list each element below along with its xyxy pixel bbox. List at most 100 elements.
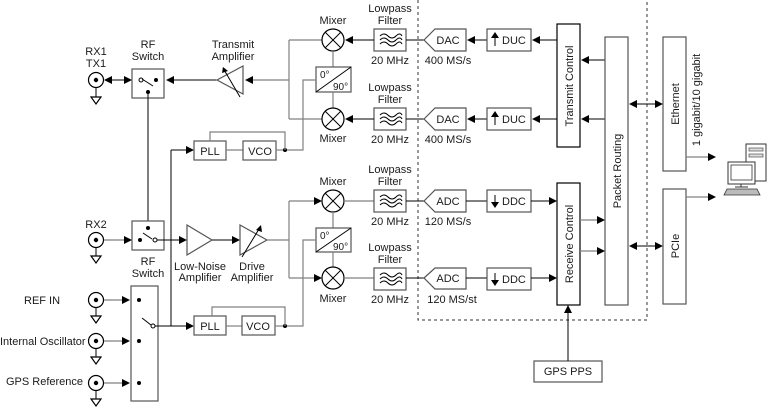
dac-bottom: DAC 400 MS/s: [423, 107, 472, 146]
ref-in-label: REF IN: [24, 295, 60, 307]
packet-routing-label: Packet Routing: [612, 134, 624, 209]
vco-label: VCO: [248, 146, 272, 158]
adc-label: ADC: [436, 273, 459, 285]
pll-tx: PLL: [193, 140, 227, 161]
down-arrow-icon: [491, 202, 499, 208]
computer-icon: [723, 143, 767, 196]
mixer-label: Mixer: [320, 176, 347, 188]
rx1-label: RX1: [85, 46, 106, 58]
dac-rate: 400 MS/s: [425, 55, 472, 67]
ethernet-speed-label: 1 gigabit/10 gigabit: [691, 54, 703, 146]
pcie-block: PCIe: [662, 188, 687, 305]
transmit-amplifier: Transmit Amplifier: [212, 39, 255, 98]
ddc-label: DDC: [502, 274, 526, 286]
ground-icon: [89, 96, 103, 106]
duc-label: DUC: [502, 114, 526, 126]
duc-label: DUC: [502, 35, 526, 47]
rf-switch-bottom-label-2: Switch: [132, 268, 164, 280]
packet-routing-block: Packet Routing: [604, 36, 629, 306]
rx1-tx1-connector: RX1 TX1: [85, 46, 107, 106]
adc-rate: 120 MS/st: [427, 294, 477, 306]
drive-amp-label-2: Amplifier: [231, 272, 274, 284]
rx-lowpass-filter-bottom: Lowpass Filter 20 MHz: [368, 242, 412, 306]
internal-oscillator-label: Internal Oscillator: [0, 336, 86, 348]
filter-bandwidth: 20 MHz: [371, 294, 409, 306]
gps-reference-label: GPS Reference: [6, 376, 83, 388]
mixer-label: Mixer: [320, 15, 347, 27]
phase-90-label: 90°: [333, 242, 348, 253]
ddc-label: DDC: [502, 196, 526, 208]
pll-label: PLL: [200, 321, 220, 333]
tx-lowpass-filter-bottom: Lowpass Filter 20 MHz: [368, 82, 412, 146]
rx2-connector: RX2: [85, 219, 107, 265]
transmit-control-label: Transmit Control: [564, 46, 576, 127]
pll-label: PLL: [200, 146, 220, 158]
down-arrow-icon: [491, 280, 499, 286]
filter-bandwidth: 20 MHz: [371, 55, 409, 67]
transmit-amplifier-label-1: Transmit: [212, 39, 254, 51]
filter-label-1: Lowpass: [368, 242, 412, 254]
tx-phase-shifter: 0° 90°: [315, 66, 352, 93]
tx1-label: TX1: [86, 58, 106, 70]
ground-icon: [89, 255, 103, 265]
reference-clock-switch: [130, 285, 159, 402]
filter-label-1: Lowpass: [368, 164, 412, 176]
filter-label-2: Filter: [378, 176, 403, 188]
duc-bottom: DUC: [486, 107, 532, 131]
internal-oscillator-connector: Internal Oscillator: [0, 332, 105, 366]
pcie-label: PCIe: [670, 234, 682, 258]
rf-switch-bottom: RF Switch: [131, 220, 165, 280]
rf-switch-top-label-2: Switch: [132, 51, 164, 63]
filter-label-1: Lowpass: [368, 3, 412, 15]
adc-label: ADC: [436, 196, 459, 208]
ethernet-label: Ethernet: [670, 83, 682, 125]
ground-icon: [89, 356, 103, 366]
ethernet-block: Ethernet 1 gigabit/10 gigabit: [662, 36, 703, 172]
ref-in-connector: REF IN: [24, 291, 105, 325]
mixer-label: Mixer: [320, 293, 347, 305]
up-arrow-icon: [491, 111, 499, 117]
rx2-label: RX2: [85, 219, 106, 231]
filter-label-2: Filter: [378, 15, 403, 27]
ddc-top: DDC: [486, 189, 532, 213]
dac-label: DAC: [436, 35, 459, 47]
phase-0-label: 0°: [320, 231, 330, 242]
ddc-bottom: DDC: [486, 267, 532, 291]
filter-bandwidth: 20 MHz: [371, 216, 409, 228]
dac-top: DAC 400 MS/s: [423, 28, 472, 67]
rx-phase-shifter: 0° 90°: [315, 227, 352, 253]
vco-rx: VCO: [241, 315, 276, 336]
rx-lowpass-filter-top: Lowpass Filter 20 MHz: [368, 164, 412, 228]
lna-label-2: Amplifier: [179, 272, 222, 284]
filter-label-2: Filter: [378, 94, 403, 106]
phase-0-label: 0°: [320, 70, 330, 81]
fpga-boundary: [417, 0, 648, 321]
drive-amplifier: Drive Amplifier: [231, 223, 274, 284]
adc-rate: 120 MS/s: [425, 216, 472, 228]
gps-pps-block: GPS PPS: [533, 360, 603, 383]
gps-reference-connector: GPS Reference: [6, 374, 105, 408]
vco-label: VCO: [246, 321, 270, 333]
receive-control-label: Receive Control: [564, 205, 576, 283]
phase-90-label: 90°: [333, 82, 348, 93]
filter-bandwidth: 20 MHz: [371, 134, 409, 146]
rx-mixer-q: Mixer: [320, 266, 347, 305]
rf-switch-top: RF Switch: [131, 39, 165, 99]
filter-label-2: Filter: [378, 254, 403, 266]
duc-top: DUC: [486, 28, 532, 52]
tx-mixer-q: Mixer: [320, 107, 347, 145]
mixer-label: Mixer: [320, 133, 347, 145]
rf-switch-top-label-1: RF: [141, 39, 156, 51]
vco-tx: VCO: [242, 140, 277, 161]
dac-label: DAC: [436, 114, 459, 126]
gps-pps-label: GPS PPS: [544, 366, 592, 378]
adc-bottom: ADC 120 MS/st: [423, 267, 477, 306]
rx-mixer-i: Mixer: [320, 176, 347, 213]
dac-rate: 400 MS/s: [425, 134, 472, 146]
low-noise-amplifier: Low-Noise Amplifier: [174, 223, 226, 284]
lna-label-1: Low-Noise: [174, 261, 226, 273]
filter-label-1: Lowpass: [368, 82, 412, 94]
pll-rx: PLL: [193, 315, 227, 336]
ground-icon: [89, 315, 103, 325]
